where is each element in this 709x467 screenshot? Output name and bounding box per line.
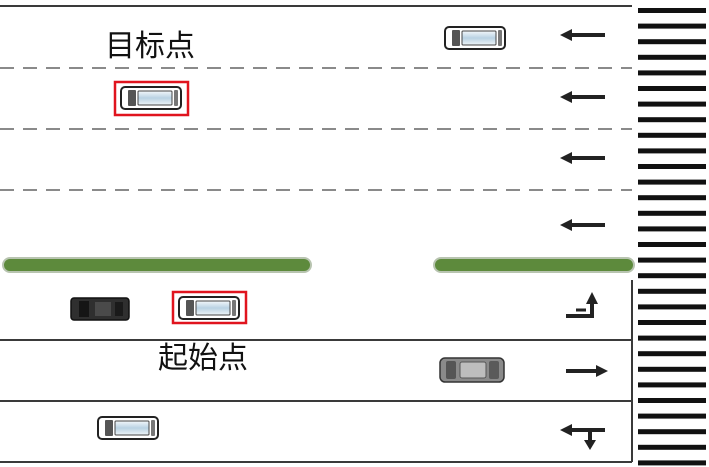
car-lower-lane-1-dark — [70, 297, 130, 321]
arrow-left-icon — [560, 219, 605, 231]
target-highlight-box — [113, 80, 190, 117]
arrow-right-icon — [566, 365, 608, 377]
crosswalk-stripe — [638, 304, 706, 310]
crosswalk-stripe — [638, 288, 706, 294]
crosswalk-stripe — [638, 366, 706, 372]
crosswalk-stripe — [638, 23, 706, 29]
car-upper-lane-1 — [444, 26, 506, 50]
median-strip-right — [433, 257, 635, 273]
start-car — [178, 296, 240, 320]
arrow-left-icon — [560, 91, 605, 103]
car-lower-lane-2-gray — [439, 357, 505, 383]
crosswalk-stripe — [638, 398, 706, 403]
crosswalk-stripe — [638, 117, 706, 123]
target-car — [120, 86, 182, 110]
car-lower-lane-3 — [97, 416, 159, 440]
median-strip-left — [2, 257, 312, 273]
crosswalk-stripe — [638, 351, 706, 357]
crosswalk-stripe — [638, 86, 706, 91]
crosswalk-stripe — [638, 257, 706, 263]
crosswalk-stripe — [638, 70, 706, 76]
arrow-left-icon — [560, 29, 605, 41]
u-turn-left-icon — [566, 292, 598, 318]
crosswalk-stripe — [638, 8, 706, 13]
crosswalk-stripe — [638, 335, 706, 341]
crosswalk-stripe — [638, 164, 706, 169]
crosswalk-stripe — [638, 273, 706, 279]
crosswalk-stripe — [638, 39, 706, 45]
crosswalk-stripe — [638, 460, 706, 466]
straight-or-left-icon — [560, 424, 605, 450]
crosswalk-stripe — [638, 179, 706, 185]
crosswalk-stripe — [638, 320, 706, 325]
crosswalk-stripe — [638, 429, 706, 435]
crosswalk-stripe — [638, 382, 706, 388]
crosswalk-stripe — [638, 195, 706, 201]
start-highlight-box — [171, 290, 248, 325]
arrow-left-icon — [560, 152, 605, 164]
crosswalk-stripe — [638, 132, 706, 138]
crosswalk-stripe — [638, 242, 706, 247]
crosswalk — [638, 8, 706, 466]
crosswalk-stripe — [638, 413, 706, 419]
crosswalk-stripe — [638, 210, 706, 216]
crosswalk-stripe — [638, 444, 706, 450]
target-point-label: 目标点 — [105, 29, 195, 64]
crosswalk-stripe — [638, 226, 706, 232]
crosswalk-stripe — [638, 54, 706, 60]
crosswalk-stripe — [638, 148, 706, 154]
start-point-label: 起始点 — [158, 341, 248, 376]
crosswalk-stripe — [638, 101, 706, 107]
